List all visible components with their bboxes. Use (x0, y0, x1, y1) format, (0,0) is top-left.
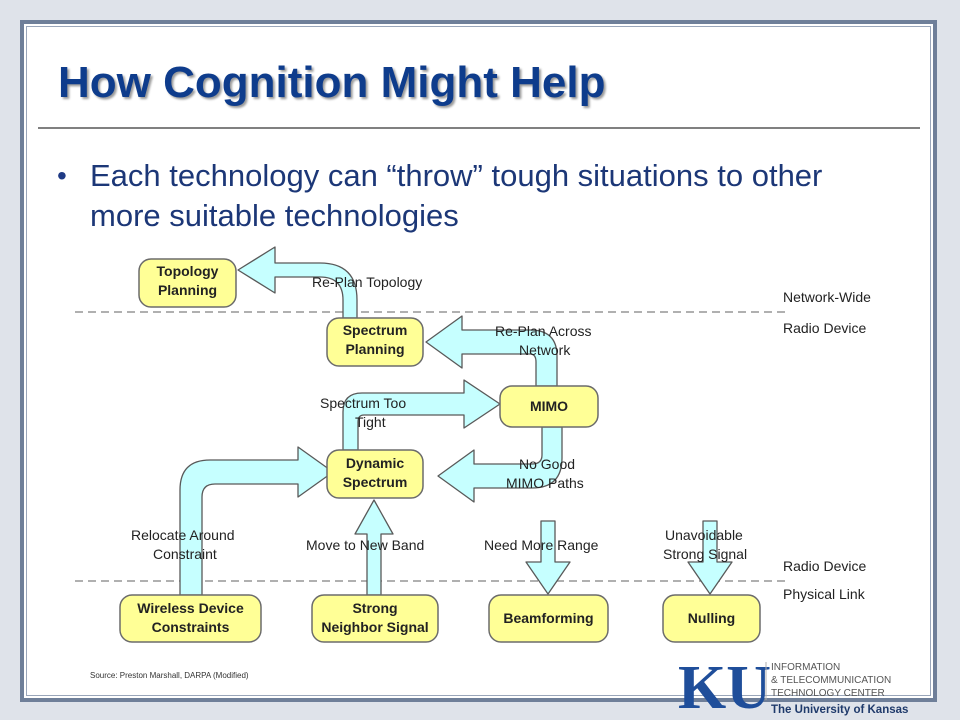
node-wireless-device-constraints-line1: Wireless Device (137, 600, 244, 616)
edge-label-no-good-mimo-paths-line1: No Good (519, 456, 575, 472)
node-dynamic-spectrum-line1: Dynamic (346, 455, 405, 471)
logo-university-name: The University of Kansas (771, 704, 908, 716)
node-nulling-label: Nulling (688, 610, 735, 626)
arrow-unavoidable-strong-signal (687, 520, 733, 595)
edge-label-no-good-mimo-paths-line2: MIMO Paths (506, 475, 584, 491)
node-dynamic-spectrum: Dynamic Spectrum (326, 449, 424, 499)
logo-line-telecommunication: & TELECOMMUNICATION (771, 675, 891, 686)
slide-title: How Cognition Might Help (58, 58, 606, 107)
layer-label-physical-link: Physical Link (783, 586, 866, 602)
edge-label-replan-across-network-line2: Network (519, 342, 571, 358)
arrow-spectrum-too-tight (342, 379, 501, 451)
node-topology-planning: Topology Planning (138, 258, 237, 308)
layer-label-radio-device-top: Radio Device (783, 320, 866, 336)
logo-line-technology-center: TECHNOLOGY CENTER (771, 688, 885, 699)
arrow-replan-across-network (425, 315, 558, 387)
edge-label-replan-across-network-line1: Re-Plan Across (495, 323, 591, 339)
arrow-move-to-new-band (354, 499, 394, 596)
bullet-marker: • (57, 160, 67, 191)
node-strong-neighbor-signal-line1: Strong (352, 600, 397, 616)
edge-label-spectrum-too-tight-line1: Spectrum Too (320, 395, 406, 411)
edge-label-move-to-new-band: Move to New Band (306, 537, 424, 553)
bullet-text: Each technology can “throw” tough situat… (90, 158, 823, 233)
slide-frame (20, 20, 937, 702)
node-topology-planning-line1: Topology (157, 263, 219, 279)
edge-label-spectrum-too-tight-line2: Tight (355, 414, 386, 430)
arrow-no-good-mimo-paths (437, 426, 563, 503)
node-strong-neighbor-signal-line2: Neighbor Signal (321, 619, 428, 635)
node-strong-neighbor-signal: Strong Neighbor Signal (311, 594, 439, 643)
slide-inner-border (26, 26, 931, 696)
title-divider (38, 127, 920, 129)
logo-line-information: INFORMATION (771, 662, 840, 673)
node-spectrum-planning: Spectrum Planning (326, 317, 424, 367)
node-wireless-device-constraints-line2: Constraints (152, 619, 230, 635)
arrow-replan-topology (237, 246, 358, 319)
edge-label-need-more-range: Need More Range (484, 537, 599, 553)
node-topology-planning-line2: Planning (158, 282, 217, 298)
ku-logo-letters: KU (678, 654, 771, 720)
layer-label-radio-device-bottom: Radio Device (783, 558, 866, 574)
edge-label-unavoidable-strong-signal-line1: Unavoidable (665, 527, 743, 543)
node-mimo-label: MIMO (530, 398, 568, 414)
node-mimo: MIMO (499, 385, 599, 428)
edge-label-replan-topology: Re-Plan Topology (312, 274, 422, 290)
node-wireless-device-constraints: Wireless Device Constraints (119, 594, 262, 643)
node-spectrum-planning-line2: Planning (345, 341, 404, 357)
layer-label-network-wide: Network-Wide (783, 289, 871, 305)
node-beamforming-label: Beamforming (503, 610, 593, 626)
node-beamforming: Beamforming (488, 594, 609, 643)
node-spectrum-planning-line1: Spectrum (343, 322, 408, 338)
arrow-relocate-around-constraint (179, 446, 334, 596)
edge-label-relocate-around-constraint-line2: Constraint (153, 546, 217, 562)
node-dynamic-spectrum-line2: Spectrum (343, 474, 408, 490)
edge-label-unavoidable-strong-signal-line2: Strong Signal (663, 546, 747, 562)
node-nulling: Nulling (662, 594, 761, 643)
arrow-need-more-range (525, 520, 571, 595)
source-note: Source: Preston Marshall, DARPA (Modifie… (90, 671, 249, 680)
ku-itc-logo: KU INFORMATION & TELECOMMUNICATION TECHN… (678, 654, 908, 720)
edge-label-relocate-around-constraint-line1: Relocate Around (131, 527, 235, 543)
